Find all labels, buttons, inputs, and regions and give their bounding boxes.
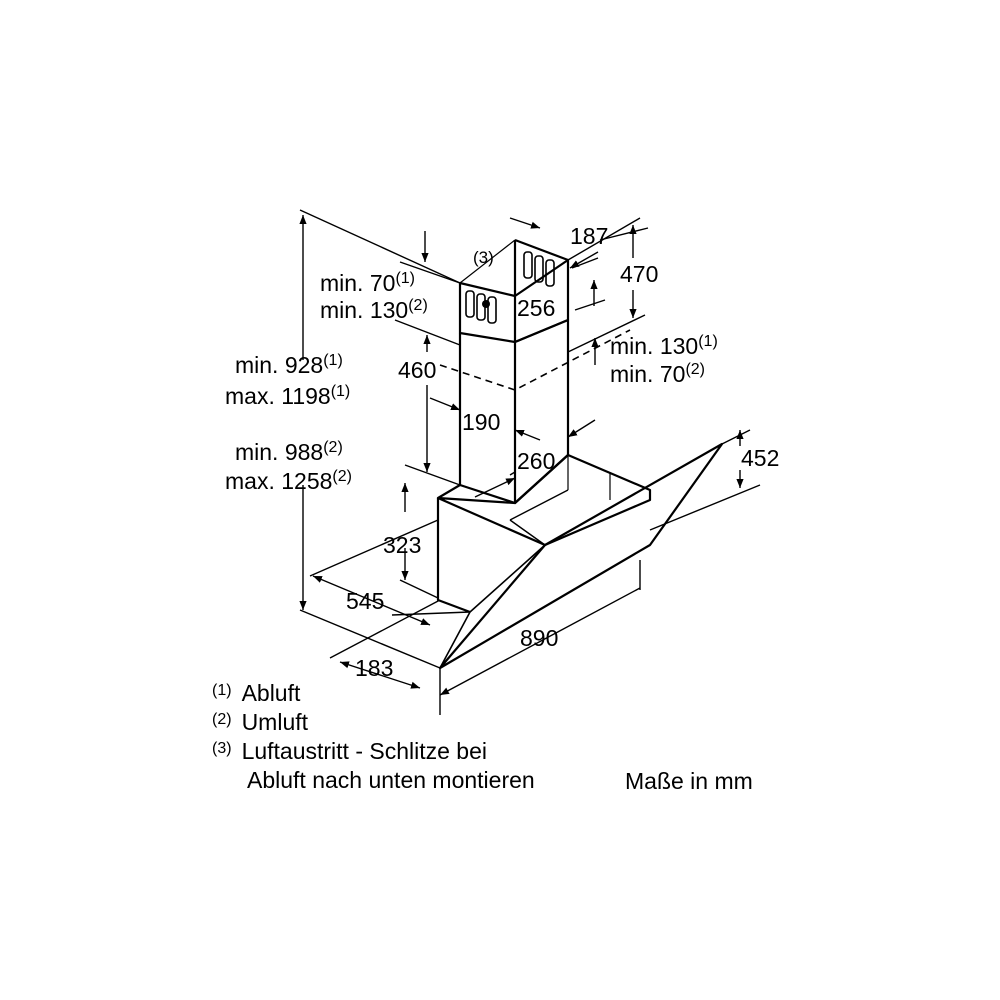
chimney-top-clearance-line2: min. 130(2) <box>320 297 428 323</box>
dim-190-label: 190 <box>462 409 500 435</box>
dim-323-label: 323 <box>383 532 421 558</box>
legend-item-3-continued: Abluft nach unten montieren <box>247 767 535 793</box>
dim-545-label: 545 <box>346 588 384 614</box>
dimension-lines <box>299 209 761 715</box>
height-recirc-line2: max. 1258(2) <box>225 468 352 494</box>
callout-3-label: (3) <box>473 248 494 267</box>
vent-slot-marker <box>482 300 490 308</box>
height-exhaust-line1: min. 928(1) <box>235 352 343 378</box>
dim-470-label: 470 <box>620 261 658 287</box>
hood-outline <box>436 238 724 670</box>
dim-256-label: 256 <box>517 295 555 321</box>
dim-260-label: 260 <box>517 448 555 474</box>
glass-canopy <box>438 442 724 670</box>
dim-460-label: 460 <box>398 357 436 383</box>
legend-item-1: (1)Abluft <box>212 680 301 706</box>
dim-890-label: 890 <box>520 625 558 651</box>
vent-slots-right <box>523 251 555 287</box>
height-recirc-line1: min. 988(2) <box>235 439 343 465</box>
legend: (1)Abluft (2)Umluft (3)Luftaustritt - Sc… <box>212 680 753 794</box>
height-exhaust-line2: max. 1198(1) <box>225 383 350 409</box>
legend-item-3: (3)Luftaustritt - Schlitze bei <box>212 738 487 764</box>
dim-187-label: 187 <box>570 223 608 249</box>
dim-452-label: 452 <box>741 445 779 471</box>
chimney-top-clearance-line1: min. 70(1) <box>320 270 415 296</box>
chimney-right-clearance-line2: min. 70(2) <box>610 361 705 387</box>
units-note: Maße in mm <box>625 768 753 794</box>
legend-item-2: (2)Umluft <box>212 709 309 735</box>
dimension-labels: (3) 187 470 256 460 190 260 452 323 545 … <box>225 223 779 681</box>
vent-slots-left <box>465 290 497 324</box>
chimney-right-clearance-line1: min. 130(1) <box>610 333 718 359</box>
dim-183-label: 183 <box>355 655 393 681</box>
chimney-overlap-dashed <box>439 329 631 391</box>
